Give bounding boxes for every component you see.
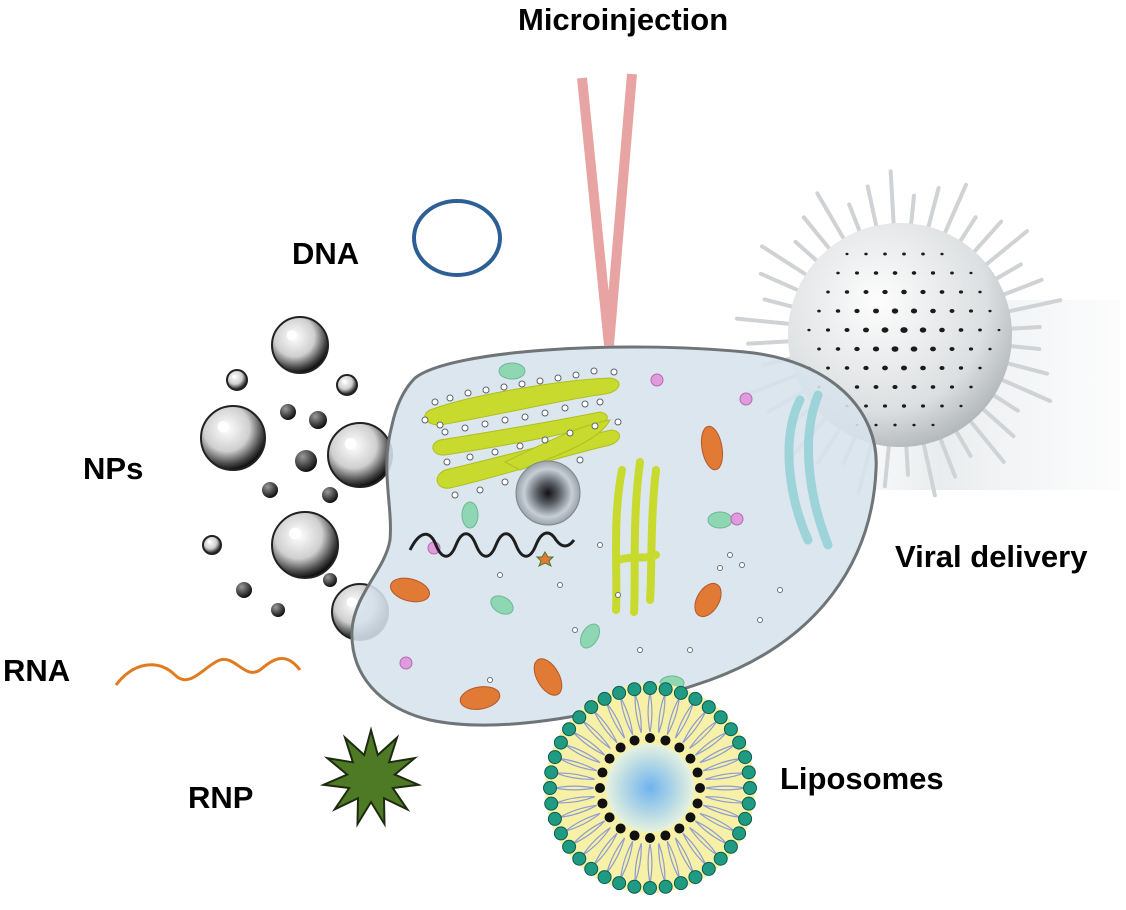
cell-icon	[350, 345, 878, 727]
plasmid-ring-icon	[412, 199, 502, 277]
rnp-star-icon	[319, 726, 423, 828]
virus-particle-icon	[734, 169, 1120, 498]
label-liposomes: Liposomes	[780, 761, 944, 796]
label-microinjection: Microinjection	[518, 2, 729, 37]
liposome-icon	[543, 681, 757, 895]
micropipette-needle-icon	[577, 73, 637, 346]
label-rna: RNA	[3, 653, 71, 688]
label-nps: NPs	[83, 451, 144, 486]
rna-strand-icon	[114, 657, 302, 686]
label-rnp: RNP	[188, 780, 254, 815]
label-dna: DNA	[292, 236, 360, 271]
label-viral-delivery: Viral delivery	[895, 539, 1088, 574]
